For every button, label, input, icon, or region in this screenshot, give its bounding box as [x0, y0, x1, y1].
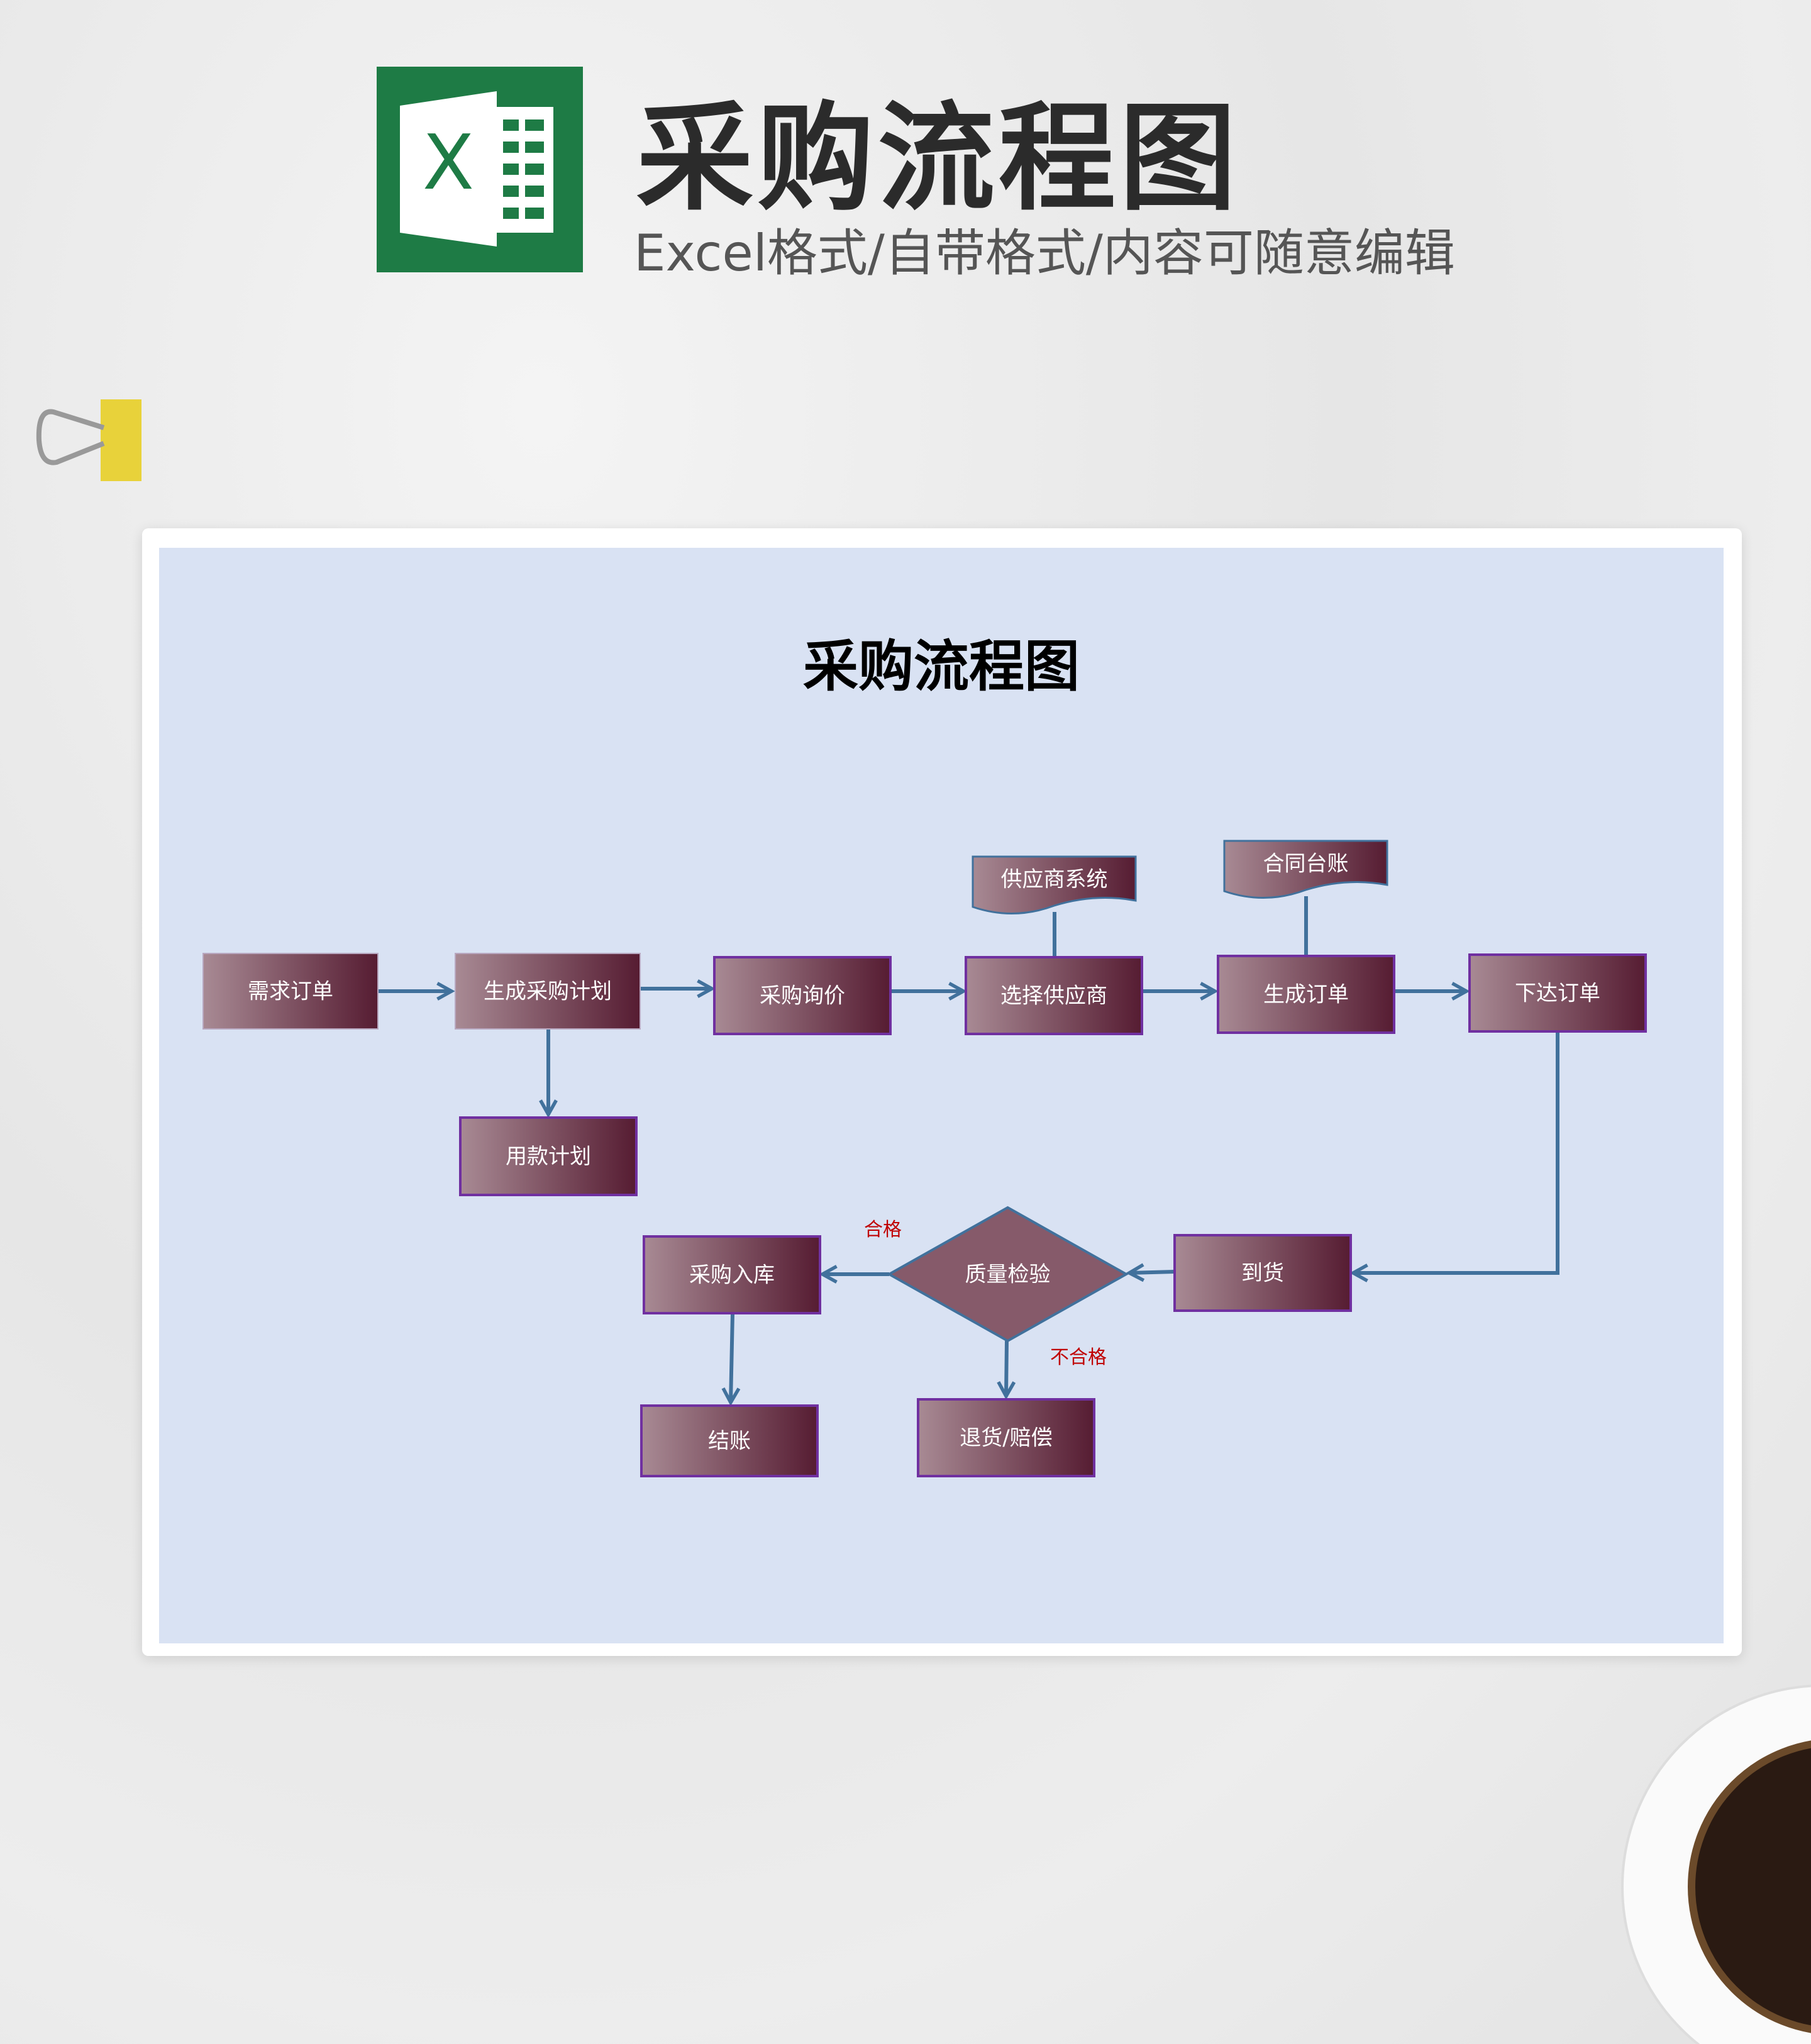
- node-label: 质量检验: [965, 1262, 1051, 1287]
- node-shape: [202, 953, 379, 1030]
- edge-label-pass: 合格: [864, 1219, 902, 1241]
- node-label: 用款计划: [506, 1144, 591, 1169]
- node-label: 供应商系统: [1001, 867, 1108, 892]
- node-gen-order[interactable]: 生成订单: [1217, 955, 1395, 1034]
- node-shape: [886, 1206, 1129, 1343]
- node-demand-order[interactable]: 需求订单: [202, 953, 379, 1030]
- page-title: 采购流程图: [636, 90, 1241, 226]
- coffee-cup-icon: [1621, 1684, 1811, 2044]
- svg-text:X: X: [423, 119, 474, 207]
- node-shape: [459, 1116, 638, 1196]
- node-arrival[interactable]: 到货: [1173, 1234, 1352, 1312]
- node-shape: [972, 855, 1137, 914]
- edge-warehouse-to-settle: [731, 1313, 733, 1402]
- node-label: 采购入库: [689, 1263, 775, 1288]
- node-shape: [713, 956, 892, 1035]
- edge-issue-to-arrival: [1353, 1031, 1559, 1273]
- edge-check-to-return: [1006, 1340, 1007, 1396]
- node-return[interactable]: 退货/赔偿: [917, 1398, 1095, 1477]
- node-label: 需求订单: [248, 979, 333, 1004]
- node-supplier-system[interactable]: 供应商系统: [972, 855, 1137, 914]
- node-label: 采购询价: [760, 984, 845, 1009]
- node-label: 生成采购计划: [484, 979, 612, 1004]
- node-shape: [640, 1404, 819, 1477]
- node-label: 结账: [708, 1429, 751, 1454]
- page-subtitle: Excel格式/自带格式/内容可随意编辑: [634, 224, 1455, 282]
- node-gen-plan[interactable]: 生成采购计划: [455, 953, 641, 1030]
- chart-title: 采购流程图: [802, 634, 1080, 699]
- node-shape: [1468, 953, 1647, 1033]
- node-shape: [917, 1398, 1095, 1477]
- node-shape: [1217, 955, 1395, 1034]
- node-label: 选择供应商: [1000, 984, 1107, 1009]
- edges: [378, 896, 1559, 1402]
- node-shape: [455, 953, 641, 1030]
- node-label: 退货/赔偿: [960, 1426, 1052, 1451]
- node-label: 合同台账: [1263, 852, 1349, 877]
- node-label: 到货: [1241, 1261, 1284, 1286]
- node-shape: [965, 956, 1143, 1035]
- node-label: 生成订单: [1263, 982, 1349, 1008]
- node-label: 下达订单: [1515, 981, 1600, 1006]
- node-issue-order[interactable]: 下达订单: [1468, 953, 1647, 1033]
- flowchart-card: 采购流程图: [142, 528, 1742, 1656]
- excel-logo-icon: X: [377, 67, 583, 272]
- node-payment-plan[interactable]: 用款计划: [459, 1116, 638, 1196]
- binder-clip-icon: [36, 399, 141, 481]
- node-inquiry[interactable]: 采购询价: [713, 956, 892, 1035]
- node-quality-check[interactable]: 质量检验: [886, 1206, 1129, 1343]
- node-contract-ledger[interactable]: 合同台账: [1223, 840, 1388, 899]
- node-select-supplier[interactable]: 选择供应商: [965, 956, 1143, 1035]
- edge-label-fail: 不合格: [1050, 1347, 1107, 1369]
- edge-arrival-to-check: [1129, 1272, 1175, 1273]
- node-shape: [1173, 1234, 1352, 1312]
- node-settle[interactable]: 结账: [640, 1404, 819, 1477]
- node-shape: [1223, 840, 1388, 899]
- node-warehousing[interactable]: 采购入库: [643, 1235, 821, 1314]
- node-shape: [643, 1235, 821, 1314]
